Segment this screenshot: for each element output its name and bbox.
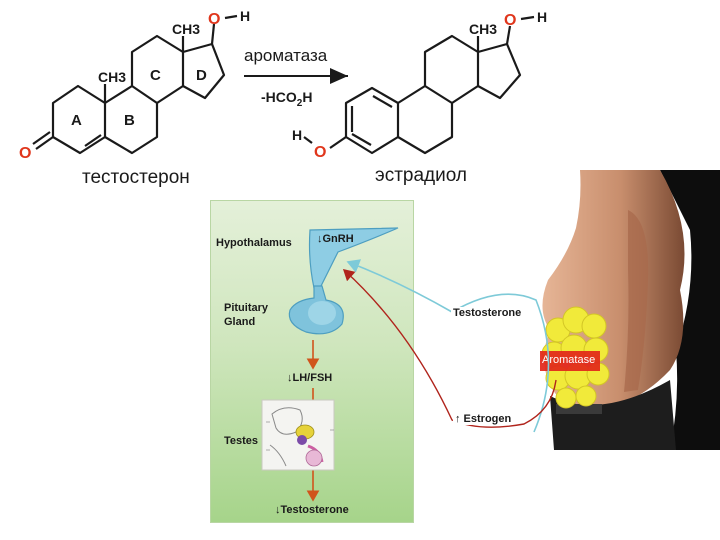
estradiol-structure [303,15,535,155]
lhfsh-label: ↓LH/FSH [287,372,333,384]
aromatase-label: Aromatase [542,354,596,366]
pants-shape [550,380,676,450]
estrogen-feedback-label: ↑ Estrogen [453,413,514,425]
ring-label-a: A [71,112,82,129]
testosterone-methyl-c10: CH3 [98,69,126,85]
testosterone-feedback-line [346,259,550,433]
estradiol-name: эстрадиол [375,165,467,186]
hpg-axis-graphics [261,227,399,502]
pituitary-label-line1: Pituitary [224,302,269,314]
gnrh-label: ↓GnRH [317,233,354,245]
hypothalamus-shape [308,227,399,289]
testosterone-name: тестостерон [82,167,190,188]
estradiol-oh3-oxygen: O [314,144,326,161]
aromatase-band [540,351,600,371]
estrogen-feedback-line [342,269,557,428]
estradiol-oh3-hydrogen: H [292,127,302,143]
hypothalamus-label: Hypothalamus [216,237,292,249]
testosterone-feedback-label: Testosterone [451,307,524,319]
enzyme-label: ароматаза [244,46,328,65]
testes-anatomy-image [261,399,335,471]
ring-label-b: B [124,112,135,129]
testosterone-oh-oxygen: O [208,11,220,28]
testosterone-methyl-c13: CH3 [172,21,200,37]
ring-label-d: D [196,67,207,84]
man-torso-illustration [540,170,720,450]
testosterone-keto-oxygen: O [19,145,31,162]
estradiol-oh17-oxygen: O [504,12,516,29]
testosterone-oh-hydrogen: H [240,8,250,24]
testosterone-output-label: ↓Testosterone [275,504,349,516]
estradiol-methyl: CH3 [469,21,497,37]
aromatization-reaction-scheme: A B C D CH3 CH3 O O H тестостерон аромат… [19,8,547,188]
testes-label: Testes [224,435,259,447]
ring-label-c: C [150,67,161,84]
pituitary-label-line2: Gland [224,316,256,328]
testosterone-structure [32,14,238,155]
estradiol-oh17-hydrogen: H [537,9,547,25]
